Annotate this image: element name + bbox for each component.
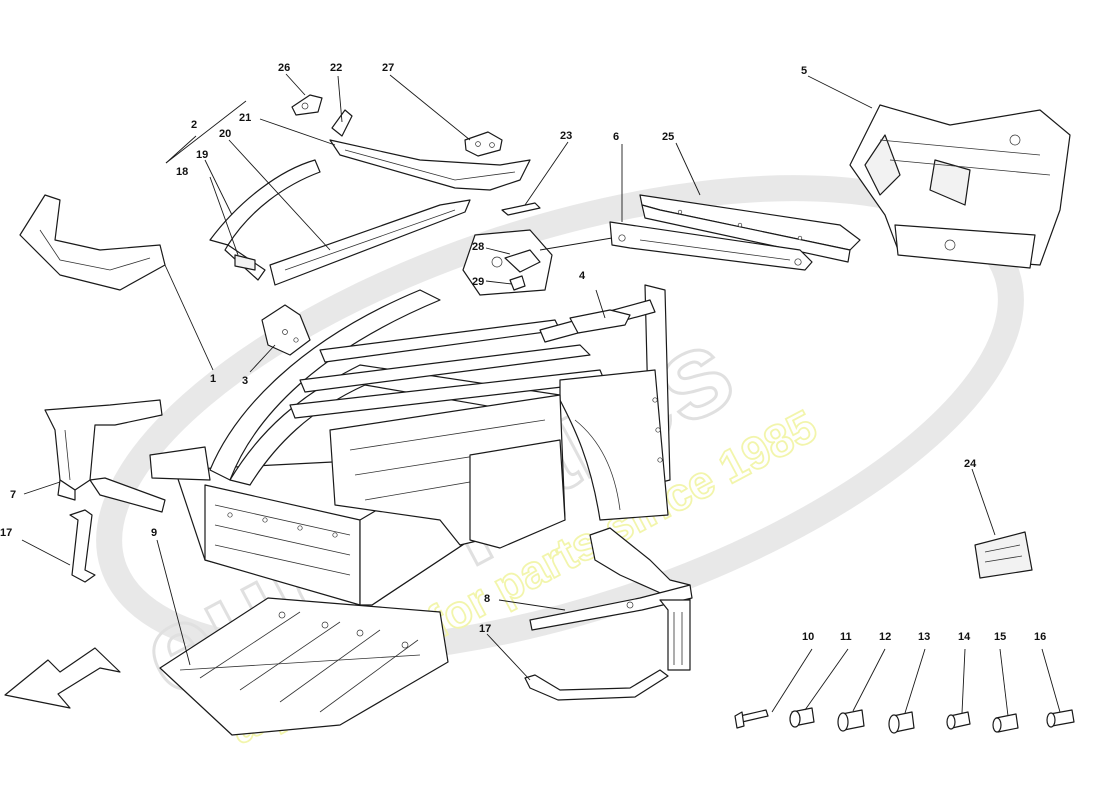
callout-24: 24 xyxy=(964,458,977,470)
callout-15: 15 xyxy=(994,631,1006,643)
callout-28: 28 xyxy=(472,241,484,253)
part-24-pad xyxy=(974,531,1033,579)
part-8-front-subframe xyxy=(529,527,693,671)
fastener-16-bolt xyxy=(1046,709,1075,728)
detail-bubble-28-29 xyxy=(462,229,553,296)
callout-25: 25 xyxy=(662,131,674,143)
fastener-13-bushing xyxy=(888,711,915,734)
callout-21: 21 xyxy=(239,112,251,124)
part-25-long-beam xyxy=(639,194,861,263)
callout-16: 16 xyxy=(1034,631,1046,643)
part-9-undertray xyxy=(159,597,449,736)
callout-5: 5 xyxy=(801,65,807,77)
part-5-rear-bulkhead xyxy=(849,104,1071,269)
callout-numbers: 1 2 3 4 5 6 7 8 9 10 11 12 13 14 15 16 1… xyxy=(0,62,1046,643)
callout-23: 23 xyxy=(560,130,572,142)
callout-10: 10 xyxy=(802,631,814,643)
callout-27: 27 xyxy=(382,62,394,74)
part-22-bracket xyxy=(331,109,353,137)
part-4-bracket xyxy=(569,309,631,334)
callout-3: 3 xyxy=(242,375,248,387)
callout-19: 19 xyxy=(196,149,208,161)
fastener-15-stud xyxy=(992,713,1019,733)
callout-29: 29 xyxy=(472,276,484,288)
part-17-left-handle xyxy=(69,509,96,583)
callout-9: 9 xyxy=(151,527,157,539)
part-18-20-cross-beams xyxy=(209,159,471,286)
callout-12: 12 xyxy=(879,631,891,643)
part-27-bracket xyxy=(464,131,503,157)
callout-8: 8 xyxy=(484,593,490,605)
fastener-14-stud xyxy=(946,711,971,730)
callout-14: 14 xyxy=(958,631,971,643)
main-chassis-frame xyxy=(149,284,671,606)
callout-17-right: 17 xyxy=(479,623,491,635)
callout-22: 22 xyxy=(330,62,342,74)
callout-18: 18 xyxy=(176,166,188,178)
callout-26: 26 xyxy=(278,62,290,74)
part-17-right-strip xyxy=(524,669,669,701)
callout-1: 1 xyxy=(210,373,216,385)
callout-2: 2 xyxy=(191,119,197,131)
leader-lines xyxy=(21,73,1061,717)
callout-4: 4 xyxy=(579,270,586,282)
callout-17-left: 17 xyxy=(0,527,12,539)
part-3-bracket xyxy=(261,304,311,356)
callout-7: 7 xyxy=(10,489,16,501)
fastener-12-bushing xyxy=(837,709,865,732)
part-7-front-frame xyxy=(44,399,166,513)
part-23-plate xyxy=(501,202,541,216)
callout-20: 20 xyxy=(219,128,231,140)
part-21-upper-rail xyxy=(329,139,531,191)
part-6-side-beam xyxy=(609,221,813,271)
fastener-10-rivet xyxy=(734,709,769,729)
part-1-front-arch xyxy=(19,194,166,291)
callout-6: 6 xyxy=(613,131,619,143)
callout-11: 11 xyxy=(840,631,852,643)
front-direction-arrow-icon xyxy=(4,647,121,709)
part-26-bracket xyxy=(291,94,323,116)
fastener-11-nut xyxy=(789,707,815,728)
callout-13: 13 xyxy=(918,631,930,643)
